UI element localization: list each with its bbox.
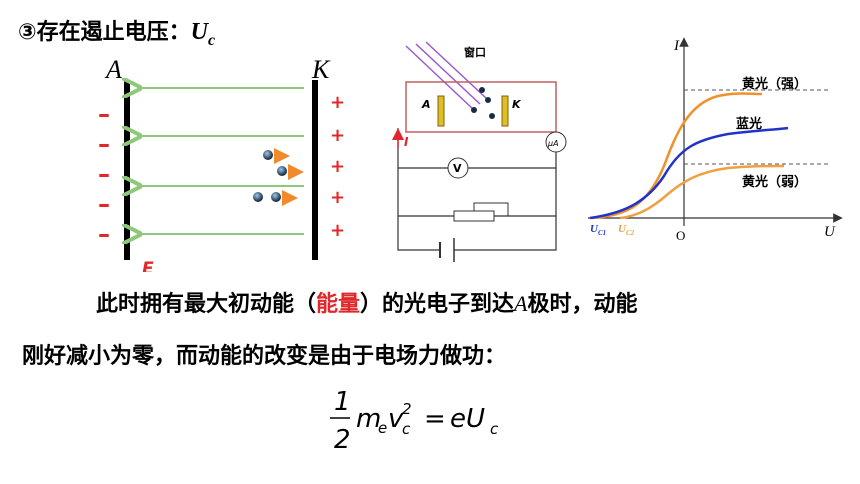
equation-rhs-subscript: c [490,420,499,438]
circuit-diagram: 窗口 A K I V μA [392,41,567,262]
minus-sign: – [98,130,110,158]
cathode-plate [437,95,445,127]
rheostat-icon [453,210,495,222]
minus-sign: – [98,190,110,218]
title-symbol: Uc [190,19,216,49]
minus-sign: – [98,160,110,188]
electron-icon [263,150,273,160]
equation-mass-subscript: e [378,419,387,437]
y-axis-label: I [673,38,680,54]
uc1-label: UC1 [590,223,606,237]
page-title: ③存在遏止电压：Uc [18,14,215,50]
plus-sign: + [330,187,345,208]
plus-sign: + [330,156,345,177]
paragraph-text: 极时，动能 [527,292,638,317]
plus-signs: + + + + + [330,92,345,241]
circuit-wires [397,128,557,251]
plus-sign: + [330,92,345,113]
electron-icon [271,192,281,202]
plus-sign: + [330,125,345,146]
x-axis-label: U [824,224,836,240]
equation-velocity-power: 2 [402,400,412,418]
equation: 1 2 m e v c 2 = eU c [330,387,499,455]
voltmeter-label: V [453,162,462,175]
curve-label-yellow-weak: 黄光（弱） [742,174,807,190]
curve-label-yellow-strong: 黄光（强） [742,76,807,92]
minus-sign: – [98,220,110,248]
field-lines [138,88,304,234]
equation-mass: m [356,404,381,434]
paragraph-text: 刚好减小为零，而动能的改变是由于电场力做功： [22,344,507,369]
plate-a-label: A [104,55,122,84]
field-label: E [142,259,154,272]
uc2-label: UC2 [618,223,635,237]
highlight-energy: 能量 [316,292,361,317]
electron-icon [253,192,263,202]
paragraph-line-2: 刚好减小为零，而动能的改变是由于电场力做功： [22,338,506,370]
equation-denominator: 2 [334,425,351,455]
origin-label: O [676,228,685,243]
current-label: I [404,135,409,149]
minus-sign: – [98,100,110,128]
paragraph-text: 此时拥有最大初动能（ [96,292,317,317]
iu-graph: I U O 黄光（强） 蓝光 黄光（弱） UC1 UC2 [588,37,843,243]
equation-rhs: eU [450,404,485,434]
equation-equals: = [424,404,446,434]
paragraph-variable: A [514,291,528,316]
plate-a [124,80,130,260]
tube-outline [405,81,557,133]
plates-diagram: A K E – – – – – + + + + + [98,55,345,272]
electron-icon [277,166,287,176]
curve-yellow-strong [591,92,763,220]
electrons [253,148,304,206]
plus-sign: + [330,220,345,241]
plate-k [312,80,318,260]
light-rays [405,41,487,111]
circuit-plate-a-label: A [421,98,431,111]
plate-k-label: K [311,55,331,84]
anode-plate [501,95,509,127]
voltmeter-icon [447,157,469,179]
paragraph-text: ）的光电子到达 [360,292,515,317]
ammeter-label: μA [547,139,559,148]
tube-electrons [471,87,495,119]
window-label: 窗口 [464,45,486,59]
curve-label-blue: 蓝光 [736,116,762,132]
curve-yellow-weak [619,164,785,220]
curve-blue [589,126,789,220]
title-text: ③存在遏止电压： [18,20,191,45]
ammeter-icon [545,131,567,153]
minus-signs: – – – – – [98,100,110,248]
equation-numerator: 1 [334,387,351,417]
paragraph-line-1: 此时拥有最大初动能（能量）的光电子到达A极时，动能 [96,286,638,318]
equation-velocity: v [388,404,404,434]
equation-velocity-subscript: c [402,420,411,438]
circuit-plate-k-label: K [512,98,522,111]
